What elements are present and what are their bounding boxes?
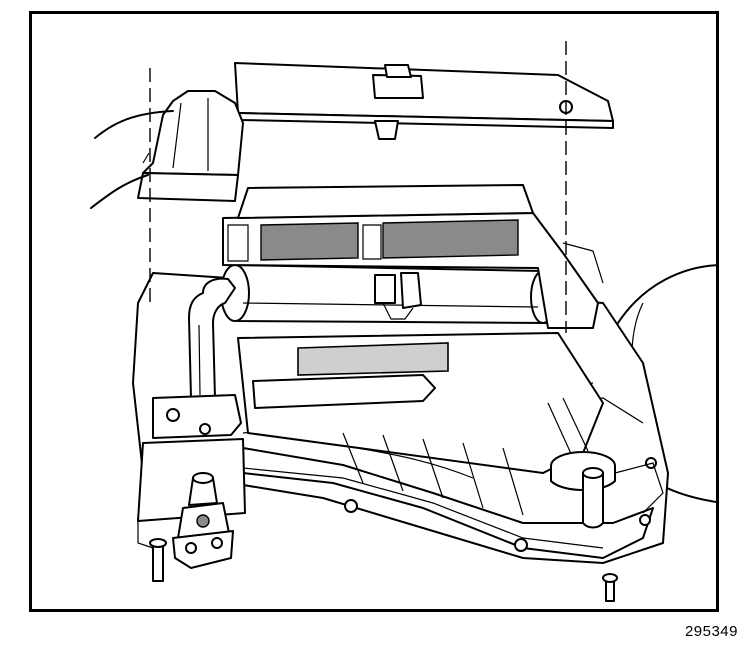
screw-left: [149, 538, 167, 582]
heater-pipe: [188, 277, 236, 399]
top-cover: [234, 62, 614, 140]
diagram-frame: [29, 11, 719, 612]
heater-duct: [137, 90, 244, 202]
leader-lines: [90, 110, 174, 209]
blower-motor-shaft: [550, 451, 664, 529]
expansion-valve: [172, 472, 234, 569]
hvac-module-exploded-view: [90, 41, 716, 602]
evaporator-core: [237, 332, 604, 516]
mount-bosses: [344, 457, 657, 552]
alignment-lines: [149, 41, 567, 333]
screw-bottom: [602, 573, 618, 602]
intake-frame: [222, 184, 604, 329]
pipe-bracket: [137, 394, 246, 549]
actuator-clip: [374, 272, 422, 320]
figure-id-label: 295349: [684, 623, 738, 640]
